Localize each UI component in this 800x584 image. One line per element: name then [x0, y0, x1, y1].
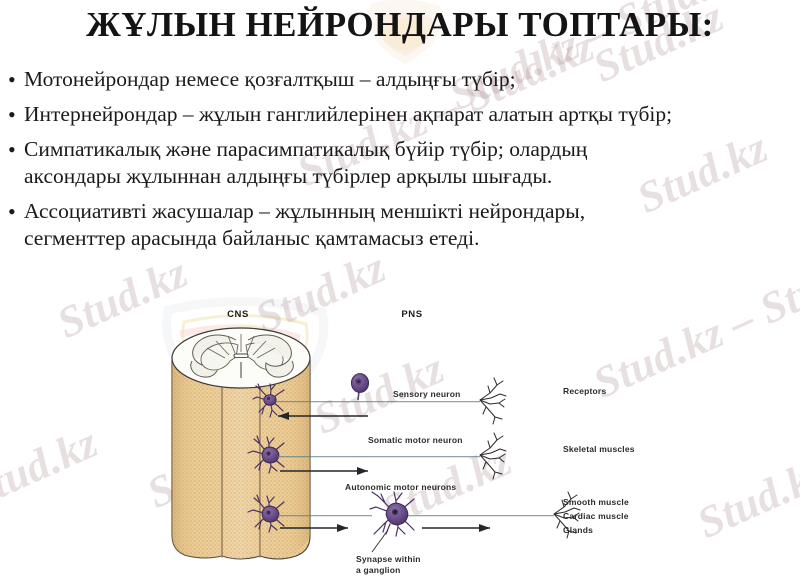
pathway-somatic-motor: Somatic motor neuron Skeletal muscles — [247, 432, 635, 480]
cns-label: CNS — [227, 309, 249, 320]
glands-label: Glands — [563, 525, 593, 535]
pathway-autonomic-motor: Autonomic motor neurons Smooth muscle Ca… — [247, 482, 629, 575]
bullet-text: Интернейрондар – жұлын ганглийлерінен ақ… — [24, 102, 673, 126]
sensory-direction-arrow — [278, 412, 368, 420]
page-title: ЖҰЛЫН НЕЙРОНДАРЫ ТОПТАРЫ: — [86, 5, 714, 44]
bullet-text: Ассоциативті жасушалар – жұлынның меншік… — [24, 199, 586, 250]
interneuron-soma — [252, 383, 285, 418]
autonomic-postganglionic-arrow — [422, 524, 490, 532]
sensory-neuron-label: Sensory neuron — [393, 389, 461, 399]
cardiac-muscle-label: Cardiac muscle — [563, 511, 629, 521]
autonomic-motor-neurons-label: Autonomic motor neurons — [345, 482, 456, 492]
list-item: • Симпатикалық және парасимпатикалық бүй… — [8, 136, 800, 190]
somatic-motor-soma — [247, 435, 285, 474]
pathway-sensory: Sensory neuron Receptors — [252, 373, 606, 425]
list-item: • Интернейрондар – жұлын ганглийлерінен … — [8, 101, 800, 128]
autonomic-preganglionic-arrow — [280, 524, 348, 532]
synapse-leader-line — [371, 529, 389, 553]
bullet-marker: • — [8, 137, 16, 162]
pns-label: PNS — [401, 309, 422, 320]
receptors-label: Receptors — [563, 386, 606, 396]
ganglion-neuron-soma — [369, 491, 415, 537]
autonomic-effector-terminal — [553, 491, 581, 539]
bullet-marker: • — [8, 199, 16, 224]
skeletal-muscle-terminal — [479, 432, 507, 480]
bullet-marker: • — [8, 102, 16, 127]
synapse-annotation-line1: Synapse within — [356, 554, 421, 564]
list-item: • Мотонейрондар немесе қозғалтқыш – алды… — [8, 66, 800, 93]
somatic-motor-neuron-label: Somatic motor neuron — [368, 435, 463, 445]
somatic-motor-direction-arrow — [280, 467, 368, 475]
list-item: • Ассоциативті жасушалар – жұлынның менш… — [8, 198, 800, 252]
synapse-annotation-line2: a ganglion — [356, 565, 401, 575]
receptor-terminal — [479, 377, 507, 425]
autonomic-preganglionic-soma — [247, 494, 285, 533]
sensory-ganglion-soma — [350, 373, 370, 401]
bullet-text: Симпатикалық және парасимпатикалық бүйір… — [24, 137, 588, 188]
smooth-muscle-label: Smooth muscle — [563, 497, 629, 507]
bullet-text: Мотонейрондар немесе қозғалтқыш – алдыңғ… — [24, 67, 516, 91]
bullet-list: • Мотонейрондар немесе қозғалтқыш – алды… — [8, 66, 800, 260]
spinal-cord-diagram: CNS PNS — [150, 300, 800, 584]
skeletal-muscles-label: Skeletal muscles — [563, 444, 635, 454]
bullet-marker: • — [8, 67, 16, 92]
watermark-text: Stud.kz — [0, 417, 105, 518]
gray-matter-cross-section — [171, 327, 311, 389]
